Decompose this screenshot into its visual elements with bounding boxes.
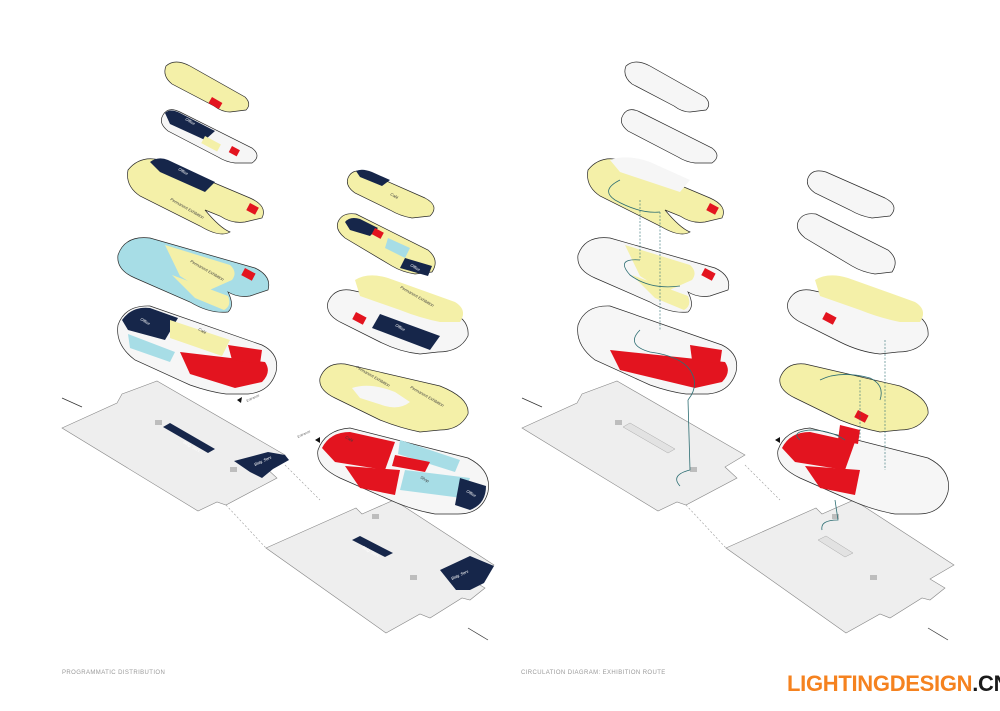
watermark-tld: .CN — [972, 671, 1000, 696]
right-tower: Café Office Permanent Exhibition Office … — [297, 169, 489, 515]
ground-slab-right: Bldg. Serv. Bldg. Serv. — [225, 464, 495, 641]
caption-circulation-diagram: CIRCULATION DIAGRAM: EXHIBITION ROUTE — [521, 670, 666, 676]
left-tower: Office Office Permanent Exhibition Perma… — [117, 61, 278, 403]
office-label-2: Office — [178, 167, 190, 177]
circ-left-tower — [577, 61, 738, 487]
office-label-3: Office — [140, 317, 152, 327]
cafe-label-1: Café — [198, 327, 208, 336]
ground-slab-left: Bldg. Serv. Bldg. Serv. — [61, 380, 289, 512]
caption-programmatic-distribution: PROGRAMMATIC DISTRIBUTION — [62, 670, 166, 676]
office-label-6: Office — [466, 489, 478, 499]
cafe-label-3: Café — [345, 435, 355, 444]
watermark-main: LIGHTINGDESIGN — [787, 671, 973, 696]
floor-1-left — [164, 61, 250, 113]
office-label-1: Office — [185, 117, 197, 127]
circ-ground-slab-left — [521, 380, 746, 512]
right-diagram — [521, 61, 955, 641]
watermark-logo: LIGHTINGDESIGN.CN — [787, 671, 1000, 697]
entrance-label-2: Entrance — [297, 429, 311, 439]
entrance-label-1: Entrance — [246, 393, 260, 403]
office-label-4: Office — [410, 263, 422, 273]
office-label-5: Office — [395, 323, 407, 333]
shop-label: Shop — [420, 475, 431, 484]
floor-3-left — [127, 158, 264, 235]
cafe-label-2: Café — [390, 192, 400, 201]
circ-right-tower — [775, 170, 949, 531]
left-diagram: Bldg. Serv. Bldg. Serv. Bldg. Serv. Bldg… — [61, 61, 495, 641]
circ-ground-slab-right — [685, 464, 955, 641]
